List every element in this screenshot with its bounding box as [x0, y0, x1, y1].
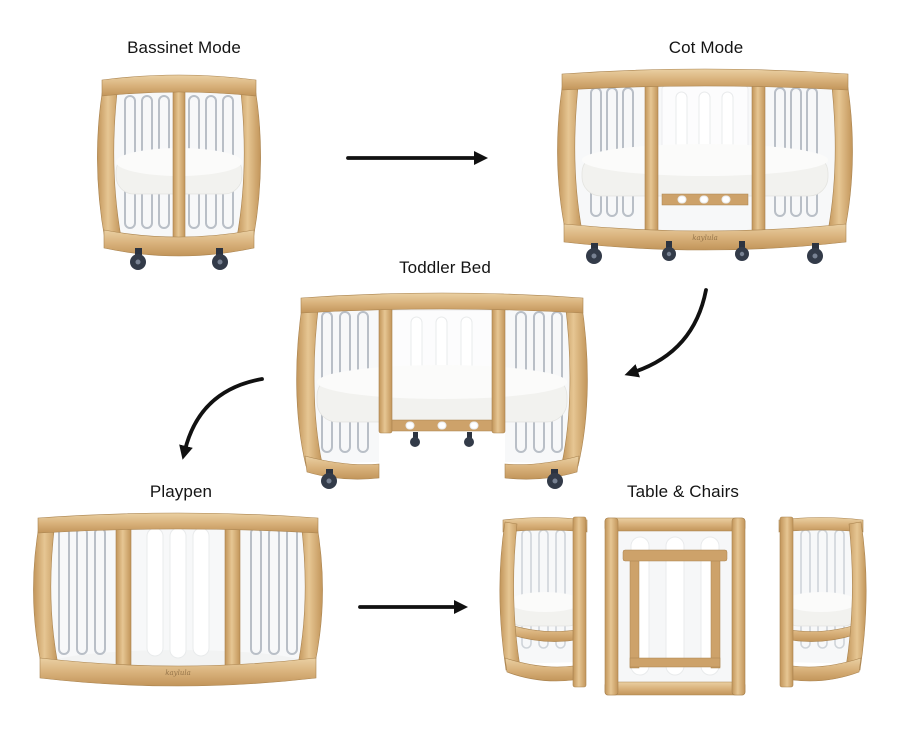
arrow-cot-to-toddler: [624, 288, 708, 378]
table: [604, 517, 746, 696]
brand-logo: kaylula: [692, 234, 718, 242]
arrow-toddler-to-playpen: [179, 377, 264, 460]
chair: [499, 516, 588, 688]
cot-illustration: kaylula: [557, 68, 853, 264]
playpen-illustration: kaylula: [33, 512, 323, 687]
bassinet-illustration: [97, 74, 261, 270]
bassinet-casters: [130, 248, 228, 270]
brand-logo: kaylula: [165, 669, 191, 677]
playpen-center-slats: [146, 527, 210, 659]
toddler-mattress: [316, 365, 568, 423]
toddler-frame: [296, 292, 588, 480]
label-table-chairs: Table & Chairs: [627, 482, 739, 501]
table-outer-frame: [604, 517, 746, 696]
playpen-frame: kaylula: [33, 512, 323, 687]
label-bassinet-mode: Bassinet Mode: [127, 38, 241, 57]
toddler-bed-illustration: [296, 292, 588, 489]
cot-frame: kaylula: [557, 68, 853, 251]
cot-base-rail: [661, 193, 749, 206]
table-inner-frame: [622, 549, 728, 669]
table-chairs-illustration: [499, 516, 867, 696]
chair-mirrored: [778, 516, 867, 688]
toddler-casters: [321, 469, 563, 489]
cot-mattress: [581, 144, 829, 197]
label-toddler-bed: Toddler Bed: [399, 258, 491, 277]
label-playpen: Playpen: [149, 482, 213, 501]
cot-casters: [586, 241, 823, 264]
label-cot-mode: Cot Mode: [668, 38, 744, 57]
toddler-base-rail: [386, 419, 498, 447]
